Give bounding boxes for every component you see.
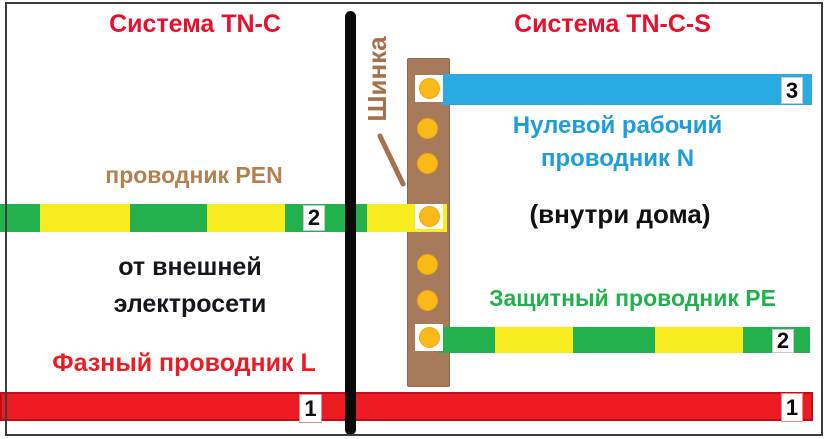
pen-conductor-label: проводник PEN <box>105 162 283 188</box>
pe-connection-pad <box>415 324 443 351</box>
terminal-dot-icon <box>417 254 438 275</box>
marker-phase-right-1: 1 <box>781 393 803 422</box>
system-divider-line <box>345 11 356 435</box>
left-system-title: Система TN-C <box>109 10 281 38</box>
external-note-line1: от внешней <box>118 253 262 281</box>
pe-conductor-bar <box>438 327 810 353</box>
marker-pen-2: 2 <box>303 205 325 231</box>
right-system-title: Система TN-C-S <box>514 10 711 38</box>
neutral-conductor-bar <box>441 74 812 105</box>
neutral-conductor-label: Нулевой рабочий проводник N <box>465 109 770 175</box>
external-grid-note: от внешней электросети <box>50 249 330 323</box>
phase-conductor-label: Фазный проводник L <box>52 349 316 377</box>
external-note-line2: электросети <box>113 290 267 318</box>
neutral-label-line2: проводник N <box>540 145 695 172</box>
neutral-label-line1: Нулевой рабочий <box>512 112 723 139</box>
neutral-connection-pad <box>415 75 443 102</box>
phase-conductor-bar <box>0 392 813 421</box>
terminal-dot-icon <box>417 290 438 311</box>
inside-house-note: (внутри дома) <box>529 199 711 229</box>
terminal-dot-icon <box>418 327 440 348</box>
terminal-dot-icon <box>417 153 438 174</box>
marker-pe-2: 2 <box>772 329 794 353</box>
marker-phase-left-1: 1 <box>299 394 322 423</box>
terminal-dot-icon <box>418 206 440 227</box>
terminal-dot-icon <box>418 78 440 99</box>
marker-neutral-3: 3 <box>781 77 803 104</box>
pe-conductor-label: Защитный проводник PE <box>489 285 776 311</box>
busbar-label: Шинка <box>362 36 392 122</box>
pen-conductor-bar <box>0 204 447 232</box>
pen-connection-pad <box>415 204 443 229</box>
terminal-dot-icon <box>417 118 438 139</box>
